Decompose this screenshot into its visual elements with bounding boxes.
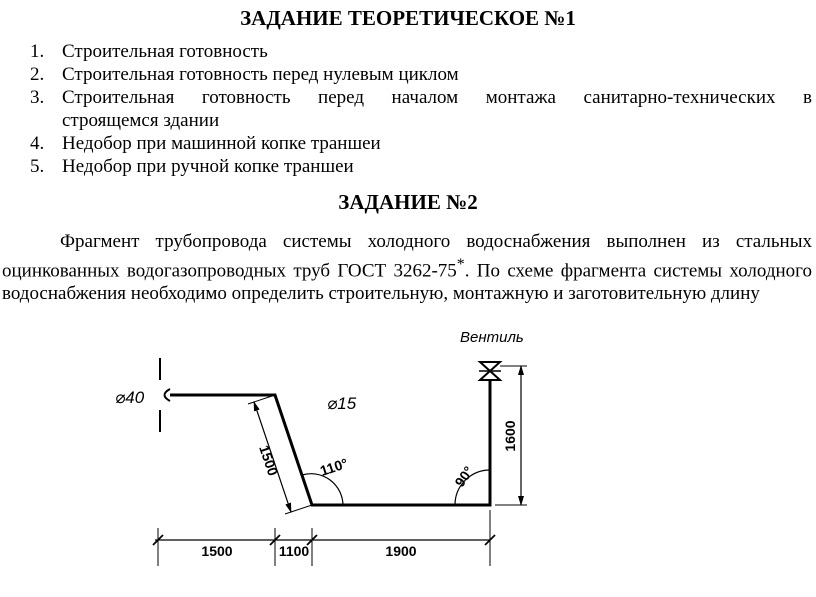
list-item-text: Строительная готовность перед нулевым ци… xyxy=(62,64,459,85)
bottom-dimension-label: 1100 xyxy=(279,543,310,559)
pipe-diameter-label: ⌀15 xyxy=(327,394,357,413)
list-item-number: 1. xyxy=(30,41,45,62)
list-item-text: Строительная готовность xyxy=(62,41,268,62)
paragraph-text-part2: . По схеме фрагмента системы холодного в… xyxy=(2,260,812,305)
task2-paragraph: Фрагмент трубопровода системы холодного … xyxy=(2,230,812,305)
list-item-number: 2. xyxy=(30,64,45,85)
vertical-dimension xyxy=(495,365,527,506)
inclined-dimension xyxy=(247,394,313,515)
angle-label-110: 110° xyxy=(318,455,350,479)
pipe-inlet-icon xyxy=(159,358,171,432)
list-item: 2. Строительная готовность перед нулевым… xyxy=(0,63,816,86)
paragraph-text-part1: Фрагмент трубопровода системы холодного … xyxy=(2,231,812,282)
list-item-text-line1: Строительная готовность перед началом мо… xyxy=(62,87,812,108)
task1-list: 1. Строительная готовность 2. Строительн… xyxy=(0,40,816,178)
paragraph-superscript: * xyxy=(456,256,465,273)
angle-arc-110 xyxy=(301,473,344,506)
list-item-number: 4. xyxy=(30,133,45,154)
angle-label-90: 90° xyxy=(451,463,476,490)
valve-icon xyxy=(477,361,503,381)
list-item: 5. Недобор при ручной копке траншеи xyxy=(0,155,816,178)
list-item: 4. Недобор при машинной копке траншеи xyxy=(0,132,816,155)
list-item-number: 3. xyxy=(30,87,45,108)
bottom-dimension-label: 1900 xyxy=(385,543,416,559)
list-item-text: Недобор при ручной копке траншеи xyxy=(62,156,354,177)
list-item: 1. Строительная готовность xyxy=(0,40,816,63)
task1-title: ЗАДАНИЕ ТЕОРЕТИЧЕСКОЕ №1 xyxy=(240,6,576,30)
task2-title: ЗАДАНИЕ №2 xyxy=(338,190,478,214)
list-item-text-line2: строящемся здании xyxy=(62,110,220,131)
inlet-diameter-label: ⌀40 xyxy=(115,388,145,407)
list-item: 3. Строительная готовность перед началом… xyxy=(0,86,816,132)
angle-arc-90 xyxy=(454,469,491,506)
valve-label: Вентиль xyxy=(460,329,524,346)
list-item-number: 5. xyxy=(30,156,45,177)
bottom-dimension-label: 1500 xyxy=(201,543,232,559)
vertical-dimension-label: 1600 xyxy=(502,420,518,451)
inclined-dimension-label: 1500 xyxy=(256,443,281,478)
list-item-text: Недобор при машинной копке траншеи xyxy=(62,133,381,154)
bottom-dimension-chain xyxy=(152,510,496,566)
